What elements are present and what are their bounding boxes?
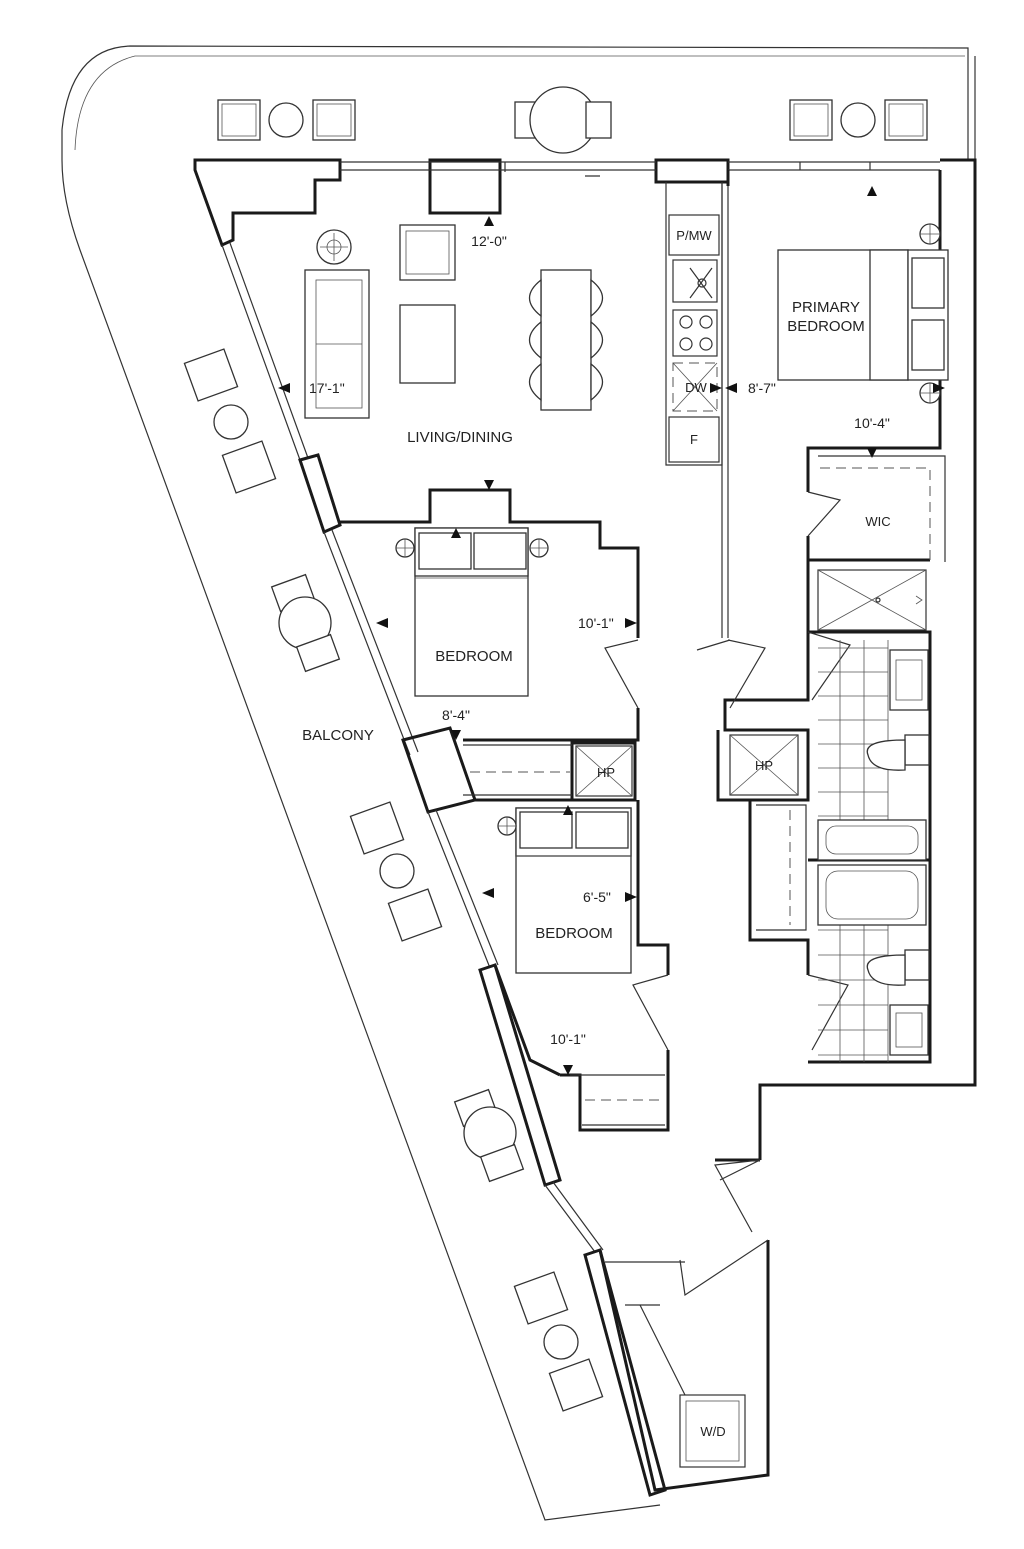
hp-1-label: HP	[597, 765, 615, 780]
kitchen: P/MW DW F	[668, 214, 720, 463]
dim-primary-bedroom: 10'-4"	[854, 415, 890, 431]
dining-table	[540, 269, 592, 411]
dim-bedroom-2-width: 6'-5"	[583, 889, 611, 905]
pmw-cabinet	[668, 214, 720, 256]
washer-dryer	[679, 1394, 746, 1468]
bedroom-1-furniture: BEDROOM	[395, 527, 572, 796]
dw-label: DW	[685, 380, 707, 395]
dim-kitchen: 8'-7"	[748, 380, 776, 396]
toilet-2	[866, 954, 906, 986]
dim-living-width: 12'-0"	[471, 233, 507, 249]
laundry: W/D	[605, 1261, 746, 1468]
bedroom-2-label: BEDROOM	[535, 925, 613, 942]
walk-in-closet: WIC	[818, 455, 946, 562]
dim-living-depth: 17'-1"	[309, 380, 345, 396]
living-furniture	[304, 224, 604, 419]
wic-label: WIC	[865, 514, 890, 529]
dim-bedroom-2-depth: 10'-1"	[550, 1031, 586, 1047]
sink	[672, 259, 718, 303]
coffee-table	[399, 304, 456, 384]
armchair	[399, 224, 456, 281]
balcony-furniture-top	[217, 86, 928, 154]
shower	[817, 569, 927, 631]
primary-bedroom-label-1: PRIMARY	[792, 299, 860, 316]
wd-label: W/D	[700, 1424, 725, 1439]
cooktop	[672, 309, 718, 357]
primary-bedroom-label-2: BEDROOM	[787, 318, 865, 335]
bedroom-1-label: BEDROOM	[435, 648, 513, 665]
dim-bedroom-1-width: 10'-1"	[578, 615, 614, 631]
pmw-label: P/MW	[676, 228, 712, 243]
fridge-label: F	[690, 432, 698, 447]
bedroom-2-furniture: BEDROOM	[497, 807, 665, 1126]
tub-2	[817, 864, 927, 926]
hp-2-label: HP	[755, 758, 773, 773]
primary-bedroom-furniture: PRIMARY BEDROOM	[777, 223, 949, 404]
dim-bedroom-1-depth: 8'-4"	[442, 707, 470, 723]
living-dining-label: LIVING/DINING	[407, 429, 513, 446]
bathrooms	[817, 569, 930, 1062]
hall-closet	[756, 804, 807, 931]
balcony-outline	[61, 45, 976, 1521]
balcony-label: BALCONY	[302, 727, 374, 744]
hp-closet-1: HP	[575, 745, 633, 797]
dimension-markers: 12'-0" 17'-1" 8'-7" 10'-4" 10'-1" 8'-4" …	[278, 186, 945, 1075]
fridge	[668, 416, 720, 463]
tub-1	[817, 819, 927, 861]
doors	[604, 491, 851, 1297]
balcony-furniture-side	[183, 348, 604, 1412]
hp-closet-2: HP	[729, 734, 799, 796]
toilet-1	[866, 739, 906, 771]
